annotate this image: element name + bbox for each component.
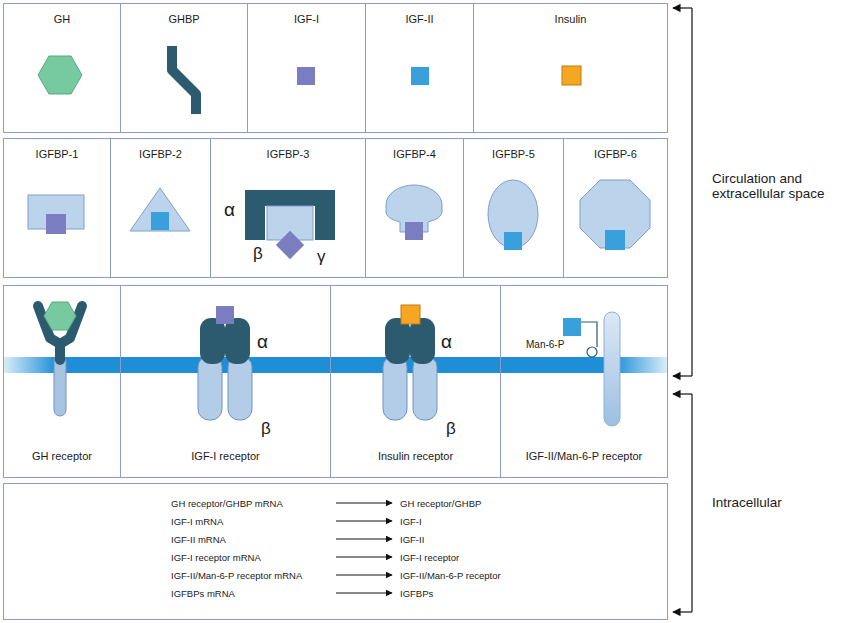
igf2-square (151, 212, 169, 230)
molecule-cell: IGF-II (365, 3, 474, 133)
receptor-cell: GH receptor (3, 285, 121, 478)
intracellular-panel: GH receptor/GHBP mRNA GH receptor/GHBP IGF… (3, 483, 668, 620)
cell-title: GHBP (168, 13, 199, 26)
cell-title: IGF-II/Man-6-P receptor (526, 450, 643, 463)
illustration-part (673, 375, 692, 376)
m6p-receptor (604, 312, 620, 426)
transcript-text: IGFBPs (400, 588, 433, 600)
molecule-cell: IGF-I (247, 3, 366, 133)
cell-title: IGF-I (294, 13, 319, 26)
subunit-label: β (446, 420, 456, 439)
transcript-text: GH receptor/GHBP mRNA (171, 498, 283, 510)
transcript-text: IGF-II mRNA (171, 534, 226, 546)
binding-protein-cell: IGFBP-2 (110, 138, 211, 278)
transcript-text: IGF-I (400, 516, 422, 528)
illustration-part (336, 521, 392, 522)
ghbp-shape (172, 46, 196, 114)
insulin-square (562, 66, 581, 85)
receptor-cell: Insulin receptor (330, 285, 501, 478)
cell-title: IGFBP-4 (393, 148, 436, 161)
receptor-alpha (225, 318, 250, 364)
transcript-text: IGF-I receptor mRNA (171, 552, 261, 564)
receptor-beta (228, 356, 252, 420)
binding-site-label: Man-6-P (526, 339, 564, 350)
illustration-part (336, 575, 392, 576)
receptor-alpha (385, 318, 410, 364)
transcript-text: IGF-II/Man-6-P receptor (400, 570, 501, 582)
cell-title: IGFBP-6 (594, 148, 637, 161)
cell-title: GH (54, 13, 71, 26)
receptor-alpha (410, 318, 435, 364)
cell-title: IGF-II (405, 13, 433, 26)
illustration-part (336, 557, 392, 558)
subunit-label: γ (317, 248, 326, 267)
subunit-label: β (253, 245, 263, 264)
igf2-square (563, 318, 581, 336)
illustration-part (691, 8, 692, 376)
igf1-square (297, 67, 315, 85)
cell-title: Insulin receptor (378, 450, 453, 463)
igf1-square (405, 222, 423, 240)
igf2-square (411, 67, 429, 85)
man6p-loop (587, 347, 597, 357)
igf2-square (605, 230, 625, 250)
cell-title: GH receptor (32, 450, 92, 463)
igfbp2-shape (130, 188, 190, 231)
cell-title: IGFBP-3 (267, 148, 310, 161)
binding-protein-cell: IGFBP-6 (563, 138, 668, 278)
igf1-square (46, 214, 66, 234)
transcript-text: IGFBPs mRNA (171, 588, 235, 600)
gh-hexagon (44, 302, 76, 330)
region-bracket (673, 8, 692, 612)
cell-title: IGFBP-2 (139, 148, 182, 161)
molecule-cell: GH (3, 3, 121, 133)
transcript-text: GH receptor/GHBP (400, 498, 481, 510)
subunit-label: α (441, 332, 452, 353)
illustration-part (336, 539, 392, 540)
binding-bracket (581, 322, 597, 347)
illustration-part (673, 393, 692, 394)
transcript-text: IGF-II (400, 534, 424, 546)
region-label: Circulation and extracellular space (712, 172, 844, 202)
illustration-part (336, 593, 392, 594)
binding-protein-cell: IGFBP-1 (3, 138, 111, 278)
cell-title: IGF-I receptor (191, 450, 259, 463)
receptor-beta (383, 356, 407, 420)
igf1-square (216, 306, 234, 324)
receptor-beta (413, 356, 437, 420)
subunit-label: α (257, 332, 268, 353)
cell-title: Insulin (555, 13, 587, 26)
binding-protein-cell: IGFBP-4 (365, 138, 464, 278)
illustration-part (673, 611, 692, 612)
cell-membrane (3, 357, 668, 373)
transcript-text: IGF-II/Man-6-P receptor mRNA (171, 570, 302, 582)
transcript-text: IGF-I mRNA (171, 516, 223, 528)
gh-hexagon (38, 56, 82, 94)
translation-arrows (336, 503, 392, 593)
insulin-square (401, 305, 420, 324)
subunit-label: α (224, 200, 235, 221)
illustration-part (691, 394, 692, 612)
illustration-part (336, 503, 392, 504)
subunit-label: β (261, 420, 271, 439)
receptor-cell: IGF-I receptor (120, 285, 331, 478)
molecule-cell: Insulin (473, 3, 668, 133)
receptor-alpha (200, 318, 225, 364)
receptor-cell: IGF-II/Man-6-P receptor (500, 285, 668, 478)
receptor-beta (198, 356, 222, 420)
region-label: Intracellular (712, 496, 844, 511)
molecule-cell: GHBP (120, 3, 248, 133)
cell-title: IGFBP-5 (492, 148, 535, 161)
binding-protein-cell: IGFBP-5 (463, 138, 564, 278)
igf2-square (504, 232, 522, 250)
igf1-diamond (276, 231, 304, 259)
illustration-part (673, 7, 692, 8)
transcript-text: IGF-I receptor (400, 552, 459, 564)
cell-title: IGFBP-1 (36, 148, 79, 161)
